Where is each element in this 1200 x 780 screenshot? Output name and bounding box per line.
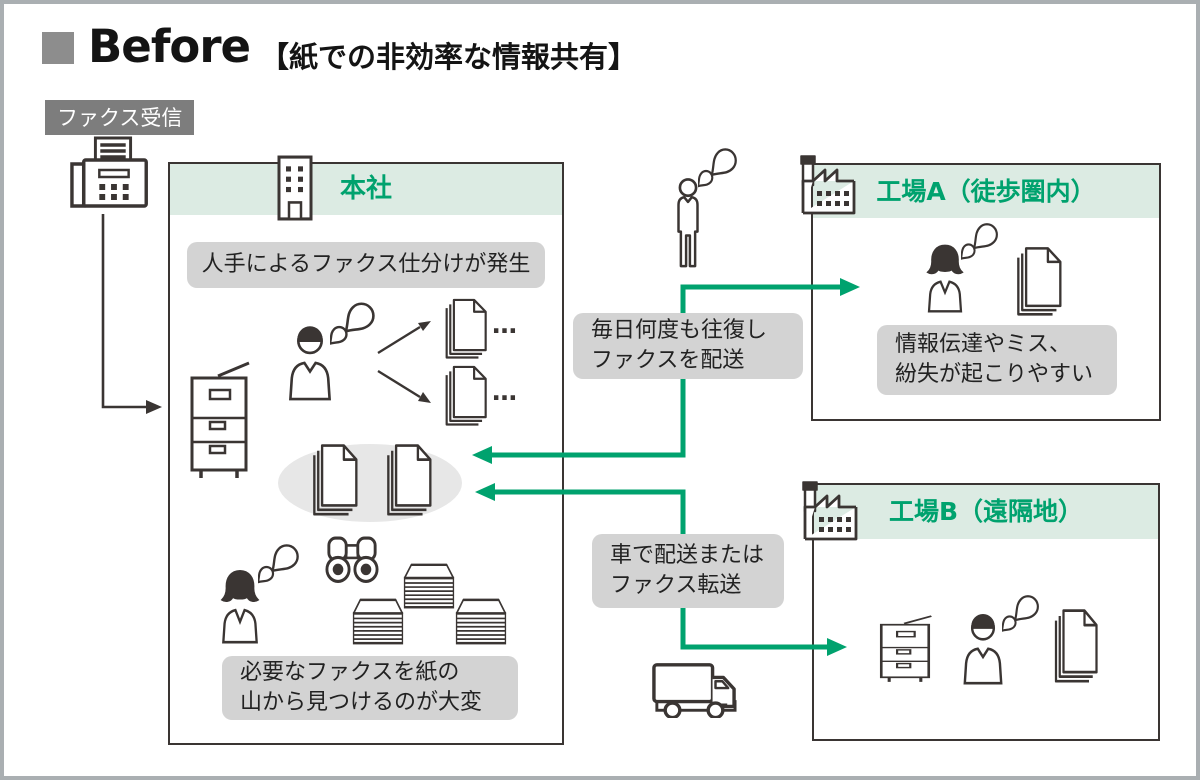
ellipsis-dots: … [492, 377, 519, 406]
title-before: Before [88, 20, 251, 73]
car-route-line2: ファクス転送 [610, 573, 742, 598]
search-note: 必要なファクスを紙の 山から見つけるのが大変 [222, 656, 518, 720]
document-stack-icon [1054, 609, 1098, 683]
factory-b-title: 工場B（遠隔地） [888, 497, 1084, 526]
fax-machine-icon [70, 136, 148, 208]
fax-receive-label: ファクス受信 [45, 100, 195, 135]
sweat-drops-icon [330, 300, 376, 351]
walk-route-label: 毎日何度も往復し ファクスを配送 [573, 313, 803, 379]
factory-b-header [814, 485, 1158, 539]
document-stack-icon [445, 298, 487, 359]
title-subtitle: 【紙での非効率な情報共有】 [260, 40, 638, 74]
building-icon [277, 155, 313, 221]
document-stack-icon [387, 444, 432, 516]
sweat-drops-icon [258, 542, 300, 589]
headquarters-title: 本社 [339, 174, 392, 204]
factory-a-note: 情報伝達やミス、 紛失が起こりやすい [877, 325, 1117, 395]
fax-route-arrow [101, 214, 162, 414]
document-stack-icon [1017, 247, 1062, 316]
copier-icon [190, 361, 251, 480]
factory-icon [799, 154, 856, 215]
title-bullet-square [42, 32, 74, 64]
paper-pile-icon [352, 598, 404, 645]
copier-icon [879, 614, 933, 683]
search-note-line2: 山から見つけるのが大変 [240, 690, 483, 715]
paper-pile-icon [455, 598, 507, 645]
paper-pile-icon [403, 563, 455, 609]
sweat-drops-icon [1002, 593, 1040, 637]
document-stack-icon [313, 444, 358, 516]
factory-a-note-line1: 情報伝達やミス、 [895, 332, 1072, 357]
factory-a-note-line2: 紛失が起こりやすい [895, 362, 1094, 387]
factory-a-header [813, 165, 1159, 218]
factory-icon [801, 480, 858, 541]
sorting-note: 人手によるファクス仕分けが発生 [187, 242, 545, 288]
document-stack-icon [445, 365, 487, 426]
page-title: Before 【紙での非効率な情報共有】 [42, 22, 637, 76]
ellipsis-dots: … [492, 310, 519, 339]
sorting-note-text: 人手によるファクス仕分けが発生 [201, 252, 531, 277]
car-route-label: 車で配送または ファクス転送 [592, 534, 784, 608]
sweat-drops-icon [961, 221, 999, 265]
binoculars-icon [325, 536, 379, 583]
truck-icon [652, 663, 737, 718]
walk-route-line1: 毎日何度も往復し [591, 318, 768, 343]
factory-a-title: 工場A（徒歩圏内） [876, 177, 1096, 206]
walk-route-line2: ファクスを配送 [591, 348, 745, 373]
headquarters-box: 本社 人手によるファクス仕分けが発生 … … 必要なファクスを紙の 山から見つけ… [168, 155, 564, 745]
factory-b-box: 工場B（遠隔地） [801, 480, 1160, 741]
factory-a-box: 工場A（徒歩圏内） 情報伝達やミス、 紛失が起こりやすい [799, 154, 1161, 421]
headquarters-header [170, 164, 562, 215]
sweat-drops-icon [698, 146, 738, 193]
search-note-line1: 必要なファクスを紙の [240, 660, 460, 685]
car-route-line1: 車で配送または [610, 543, 765, 568]
